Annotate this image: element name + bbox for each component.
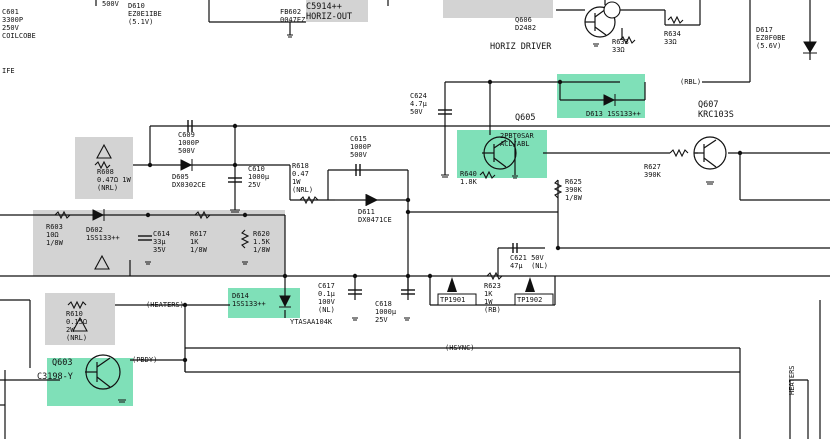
label-r627: R627 390K [644, 163, 661, 179]
label-r617: R617 1K 1/8W [190, 230, 207, 254]
label-r625: R625 390K 1/8W [565, 178, 582, 202]
tp1901-box [437, 293, 477, 306]
label-hsync-net: (HSYNC) [445, 344, 475, 352]
label-d602: D602 1SS133++ [86, 226, 120, 242]
label-r620: R620 1.5K 1/8W [253, 230, 270, 254]
label-q605-desc: 2PBT0SAR ACL/ABL [500, 132, 534, 148]
label-r610: R610 0.15Ω 2W (NRL) [66, 310, 88, 342]
label-r603: R603 10Ω 1/8W [46, 223, 63, 247]
test-point-marks [447, 277, 535, 292]
label-r633: R633 33Ω [612, 38, 629, 54]
label-rbl-net: (RBL) [680, 78, 702, 86]
transistor-q605 [482, 136, 517, 170]
label-horiz-driver: HORIZ DRIVER [490, 42, 552, 52]
shade-region-r608 [75, 137, 133, 199]
highlight-q605 [457, 130, 547, 178]
label-r608: R608 0.47Ω 1W (NRL) [97, 168, 131, 192]
grounds [118, 34, 714, 403]
label-q606: Q606 D2482 [515, 16, 537, 32]
shade-region-top-right [443, 0, 553, 18]
transistor-q603 [85, 354, 121, 390]
junctions [145, 79, 743, 363]
label-q607: Q607 KRC103S [698, 100, 734, 120]
label-c624: C624 4.7μ 50V [410, 92, 427, 116]
label-c618: C618 1000μ 25V [375, 300, 397, 324]
label-c3198: C3198-Y [37, 372, 73, 382]
label-ytaser: YTASAA104K [290, 318, 333, 326]
diode-d605 [180, 159, 193, 171]
highlight-d613 [557, 74, 645, 118]
warning-icon [72, 143, 112, 332]
label-ife: IFE [2, 67, 15, 75]
label-c617: C617 0.1μ 100V (NL) [318, 282, 335, 314]
capacitors [138, 109, 518, 295]
label-tp1901: TP1901 [440, 296, 466, 304]
label-r618: R618 0.47 1W (NRL) [292, 162, 314, 194]
label-d613: D613 1SS133++ [586, 110, 641, 118]
tp1902-box [514, 293, 554, 306]
label-d610: D610 EZ0E1IBE (5.1V) [128, 2, 162, 26]
label-q605: Q605 [515, 113, 536, 123]
diode-d602 [92, 209, 105, 221]
diode-d614 [279, 295, 291, 308]
label-top-500v: 500V [102, 0, 119, 8]
label-c610: C610 1000μ 25V [248, 165, 270, 189]
label-r623: R623 1K 1W (RB) [484, 282, 501, 314]
connector-circle [603, 1, 621, 19]
label-c609: C609 1000P 500V [178, 131, 200, 155]
transistor-q607 [693, 136, 727, 170]
label-r640: R640 1.8K [460, 170, 477, 186]
label-d605: D605 DX0302CE [172, 173, 206, 189]
label-pbdy-net: (PBDY) [132, 356, 158, 364]
transistor-q606 [584, 6, 616, 38]
label-heaters-vertical: HEATERS [788, 365, 796, 395]
diode-d613 [603, 94, 616, 106]
shade-region-d602 [33, 210, 285, 276]
label-heaters-net: (HEATERS) [146, 301, 184, 309]
label-d614: D614 1SS133++ [232, 292, 266, 308]
label-c5914: C5914++ HORIZ-OUT [306, 2, 353, 22]
highlight-d614 [228, 288, 300, 318]
diode-d611 [365, 194, 379, 206]
shade-region-hz-out [306, 0, 368, 22]
label-tp1902: TP1902 [517, 296, 543, 304]
resistors [54, 15, 689, 310]
label-r634: R634 33Ω [664, 30, 681, 46]
label-d611: D611 DX0471CE [358, 208, 392, 224]
label-c601: C601 3300P 250V COILCOBE [2, 8, 36, 40]
label-c615: C615 1000P 500V [350, 135, 372, 159]
label-fb602: FB602 0047EZ [280, 8, 306, 24]
diode-d617 [803, 41, 817, 54]
label-c621: C621 50V 47μ (NL) [510, 254, 548, 270]
label-c614: C614 33μ 35V [153, 230, 170, 254]
label-q603: Q603 [52, 358, 73, 368]
label-d617: D617 EZ0F0BE (5.6V) [756, 26, 786, 50]
